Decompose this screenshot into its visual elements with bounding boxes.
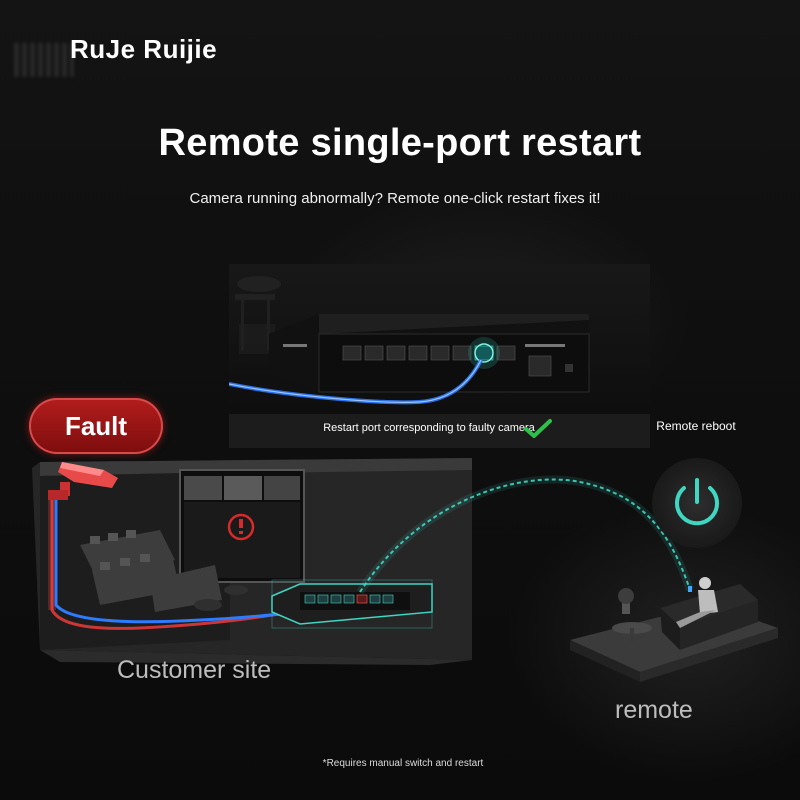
brand-logo: RuJe Ruijie <box>70 34 218 64</box>
remote-reboot-label: Remote reboot <box>656 419 736 433</box>
switch-closeup-panel <box>228 264 650 414</box>
fault-badge <box>29 398 163 454</box>
switch-closeup-illustration <box>228 276 590 405</box>
power-button <box>652 458 742 548</box>
customer-site-label: Customer site <box>117 656 272 684</box>
remote-label: remote <box>615 696 693 724</box>
camera-icon <box>48 462 118 500</box>
alert-icon <box>227 513 255 541</box>
switch-caption: Restart port corresponding to faulty cam… <box>323 422 535 434</box>
footnote: *Requires manual switch and restart <box>322 758 484 769</box>
remote-room <box>570 577 778 682</box>
checkmark-icon <box>524 419 552 438</box>
blurred-backdrop-text <box>14 43 74 77</box>
power-icon <box>675 478 719 526</box>
caption-bar <box>229 414 650 448</box>
customer-site-room <box>32 458 472 665</box>
page-title: Remote single-port restart <box>158 122 642 164</box>
fault-label: Fault <box>64 411 128 441</box>
page-subtitle: Camera running abnormally? Remote one-cl… <box>189 190 601 207</box>
